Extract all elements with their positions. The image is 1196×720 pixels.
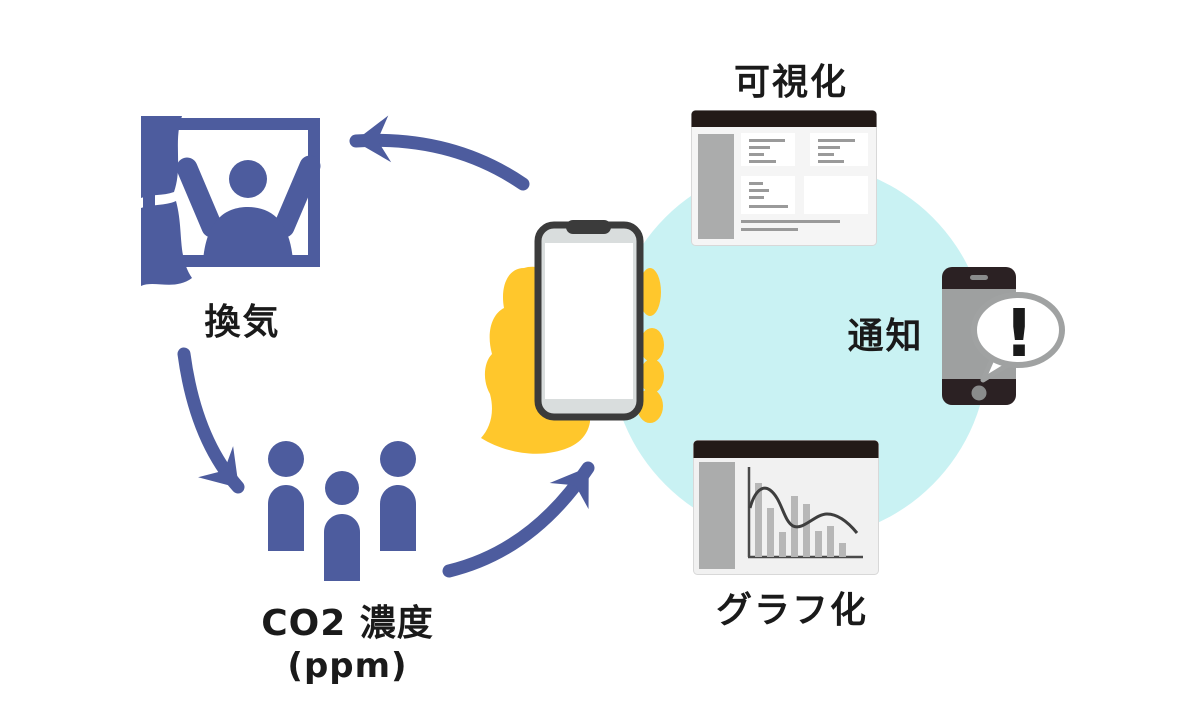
people-group-icon	[268, 441, 416, 581]
alert-exclamation: !	[1004, 295, 1034, 372]
dashboard-window-icon	[691, 110, 877, 246]
visualization-label: 可視化	[733, 62, 848, 103]
co2-label: CO2 濃度 (ppm)	[250, 594, 445, 686]
co2-label-line1: CO2 濃度	[261, 603, 434, 644]
arrow-ventilation-to-co2	[177, 347, 245, 494]
speech-bubble: !	[971, 292, 1065, 383]
open-window-person-icon	[141, 116, 321, 286]
ventilation-label: 換気	[204, 302, 281, 343]
chart-window-icon	[693, 440, 879, 575]
co2-label-line2: (ppm)	[287, 646, 408, 686]
hand-holding-phone-icon	[481, 220, 664, 454]
arrow-phone-to-ventilation	[349, 115, 530, 191]
graphing-label: グラフ化	[716, 590, 869, 631]
arrow-co2-to-phone	[442, 461, 595, 578]
notification-label: 通知	[847, 316, 924, 357]
notification-phone-icon: !	[942, 267, 1065, 405]
